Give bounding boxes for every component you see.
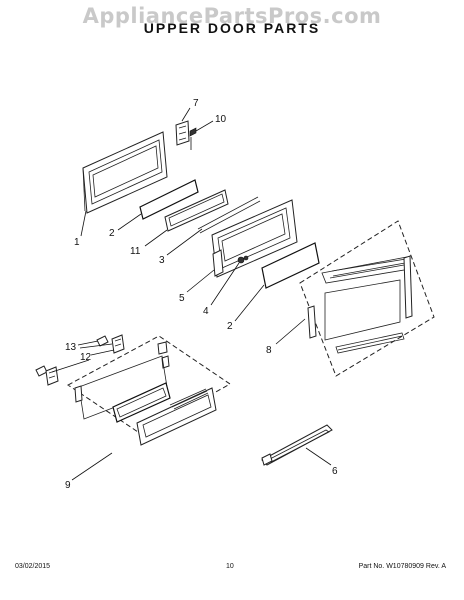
footer-part-number: Part No. W10780909 Rev. A [358,563,446,570]
callout-3: 3 [159,255,165,266]
callout-10: 10 [215,114,227,125]
part-2-glass-panel-lower [261,242,320,289]
callout-7: 7 [193,98,199,109]
part-7-hinge-bracket [175,120,190,146]
part-8-door-liner-assembly [299,220,435,377]
leader-lines [51,107,332,481]
part-10-screw [189,127,197,150]
callout-11: 11 [130,246,141,257]
footer-date: 03/02/2015 [15,563,51,570]
callout-2-upper: 2 [109,228,115,239]
callout-labels: 7 10 1 2 11 3 5 4 2 8 13 12 9 6 [65,98,338,491]
callout-4: 4 [203,306,209,317]
part-13-hinge [96,334,125,354]
diagram-title: UPPER DOOR PARTS [143,20,321,36]
callout-12: 12 [80,352,92,363]
callout-2-lower: 2 [227,321,233,332]
part-2-glass-panel-upper [139,179,199,220]
part-1-door-frame [82,131,168,214]
part-5-retainer [212,249,224,277]
callout-6: 6 [332,466,338,477]
part-9-inner-door-assembly [67,335,231,446]
callout-5: 5 [179,293,185,304]
watermark: AppliancePartsPros.com [82,4,382,28]
part-4-screw [237,255,249,264]
callout-9: 9 [65,480,71,491]
callout-1: 1 [74,237,80,248]
callout-8: 8 [266,345,272,356]
callout-13: 13 [65,342,77,353]
part-11-trim-strip [164,189,229,232]
footer-page-number: 10 [226,563,234,570]
part-6-bottom-rail [261,424,333,466]
part-12-hinge [35,365,59,386]
